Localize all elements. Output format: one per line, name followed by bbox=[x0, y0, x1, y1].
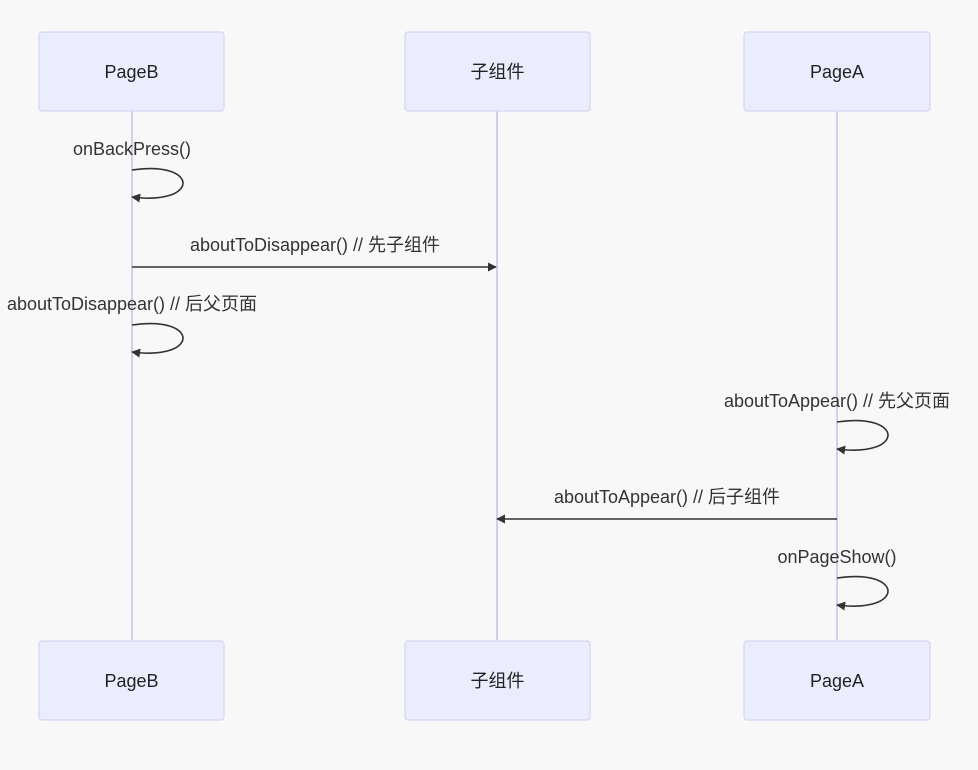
actor-top-child-label: 子组件 bbox=[471, 62, 525, 82]
actor-top-pageb-label: PageB bbox=[104, 62, 158, 82]
message-onbackpress: onBackPress() bbox=[73, 139, 191, 203]
actor-bottom-pagea: PageA bbox=[743, 640, 931, 721]
message-disappear-child-label: aboutToDisappear() // 先子组件 bbox=[190, 235, 440, 255]
actor-bottom-pageb-label: PageB bbox=[104, 671, 158, 691]
actor-top-pageb: PageB bbox=[38, 31, 225, 112]
message-appear-child-label: aboutToAppear() // 后子组件 bbox=[554, 487, 780, 507]
message-onpageshow: onPageShow() bbox=[777, 547, 897, 611]
actor-top-pagea: PageA bbox=[743, 31, 931, 112]
message-disappear-child: aboutToDisappear() // 先子组件 bbox=[132, 235, 497, 272]
actor-top-child: 子组件 bbox=[404, 31, 591, 112]
actor-bottom-child-label: 子组件 bbox=[471, 671, 525, 691]
message-appear-parent-label: aboutToAppear() // 先父页面 bbox=[724, 391, 950, 411]
actor-bottom-child: 子组件 bbox=[404, 640, 591, 721]
self-loop-arrow bbox=[836, 419, 889, 455]
message-disappear-parent: aboutToDisappear() // 后父页面 bbox=[7, 294, 257, 358]
message-appear-child: aboutToAppear() // 后子组件 bbox=[496, 487, 837, 524]
message-appear-parent: aboutToAppear() // 先父页面 bbox=[724, 391, 950, 455]
message-onpageshow-label: onPageShow() bbox=[777, 547, 896, 567]
self-loop-arrow bbox=[131, 322, 184, 358]
self-loop-arrow bbox=[131, 167, 184, 203]
actor-bottom-pagea-label: PageA bbox=[810, 671, 864, 691]
message-disappear-parent-label: aboutToDisappear() // 后父页面 bbox=[7, 294, 257, 314]
actor-bottom-pageb: PageB bbox=[38, 640, 225, 721]
actor-top-pagea-label: PageA bbox=[810, 62, 864, 82]
message-onbackpress-label: onBackPress() bbox=[73, 139, 191, 159]
self-loop-arrow bbox=[836, 575, 889, 611]
